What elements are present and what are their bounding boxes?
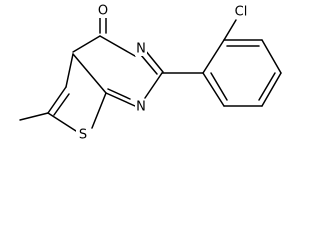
bond-c4-c4a — [72, 35, 101, 53]
bond-s-c7a — [91, 92, 107, 129]
nitrogen-atom-label-n1: N — [136, 100, 146, 115]
bond-ph-inner-3 — [210, 72, 228, 101]
bond-c6-methyl — [19, 112, 49, 121]
nitrogen-atom-label-n3: N — [136, 42, 146, 57]
bond-n3-c2-double — [140, 54, 158, 75]
sulfur-atom-label: S — [79, 128, 87, 143]
bond-n3-c2 — [144, 49, 164, 73]
bond-c6-s — [47, 112, 77, 132]
bond-c4a-c5 — [65, 53, 74, 88]
bond-ph-c4-c5 — [261, 72, 282, 107]
bond-c5-c6-double — [53, 93, 70, 116]
chlorine-atom-label: Cl — [235, 5, 248, 20]
oxygen-atom-label: O — [98, 4, 108, 19]
bond-ph-inner-2 — [258, 72, 276, 101]
bond-ph-c3-c4 — [261, 39, 282, 74]
bond-n1-c7a-double — [107, 88, 131, 100]
bond-n1-c7a — [105, 92, 136, 107]
atom-labels: O N N S Cl — [76, 4, 250, 143]
bond-c2-n1 — [144, 72, 163, 99]
bond-ph-c6-c1 — [202, 72, 225, 107]
bond-ph-cl — [223, 19, 237, 41]
bond-c7a-c4a — [72, 53, 107, 94]
bond-c5-c6 — [47, 86, 67, 114]
bond-c4-n3 — [99, 35, 136, 57]
bond-ph-c1-c2 — [202, 39, 225, 74]
molecule-canvas: O N N S Cl — [19, 4, 282, 143]
structure-diagram: O N N S Cl — [19, 4, 282, 143]
bonds — [19, 15, 282, 132]
